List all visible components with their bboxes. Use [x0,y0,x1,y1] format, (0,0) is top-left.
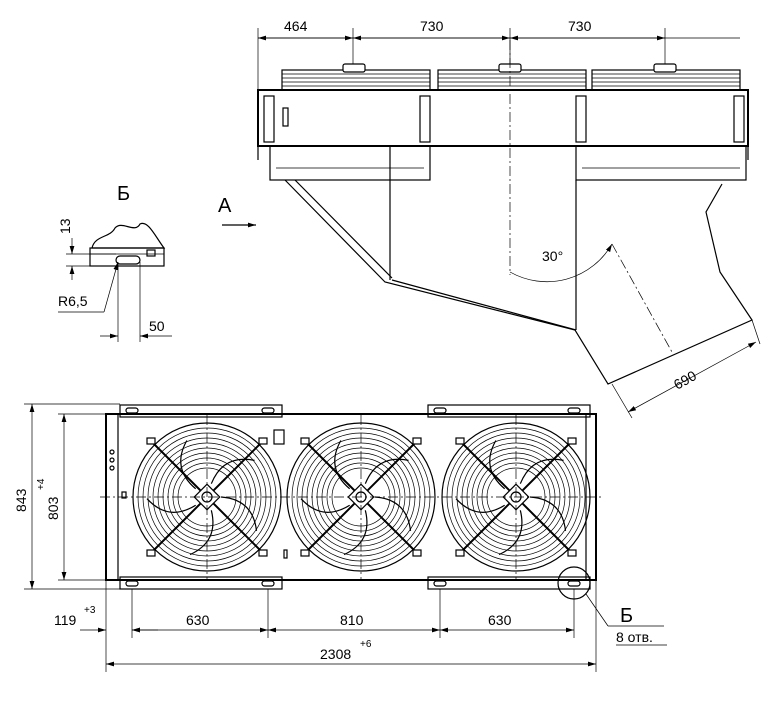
dim-730-b: 730 [568,18,592,34]
slot-hole [115,255,141,265]
unit-casing [257,89,749,147]
plan-view: 843 803 +4 119 +3 630 810 630 2308 +6 Б … [13,403,667,672]
view-label-a: А [218,195,232,217]
drain-tray-left [269,145,431,181]
dim-464: 464 [284,18,308,34]
fan-grille-1 [281,63,431,91]
radius-label: R6,5 [58,293,88,309]
drain-tray-right [575,145,747,181]
side-view: 464 730 730 [218,18,761,419]
fan-grille-2 [437,63,587,91]
callout-circle [557,566,591,600]
dim-119: 119 [54,612,77,628]
dim-50: 50 [149,318,165,334]
detail-label: Б [117,183,130,205]
dim-630-b: 630 [488,612,512,628]
dim-690: 690 [671,367,699,392]
dim-2308-tolerance: +6 [360,639,372,650]
detail-b: Б 13 R6,5 50 [57,183,172,342]
dim-810: 810 [340,612,364,628]
break-outline [91,222,166,249]
dim-line-690 [627,341,757,413]
dim-119-tolerance: +3 [84,605,96,616]
callout-label: Б [620,605,633,627]
callout-holes: 8 отв. [616,629,653,645]
dim-803-tolerance: +4 [36,478,47,490]
dim-843: 843 [13,488,29,512]
fan-grille-3 [591,63,741,91]
dim-13: 13 [57,218,73,234]
angle-arc [509,243,613,283]
dim-730-a: 730 [420,18,444,34]
terminal-box-plan [273,429,285,445]
dim-2308: 2308 [320,646,351,662]
terminal-box [282,107,289,127]
dim-630-a: 630 [186,612,210,628]
dim-803: 803 [45,496,61,520]
angle-30: 30° [542,248,563,264]
